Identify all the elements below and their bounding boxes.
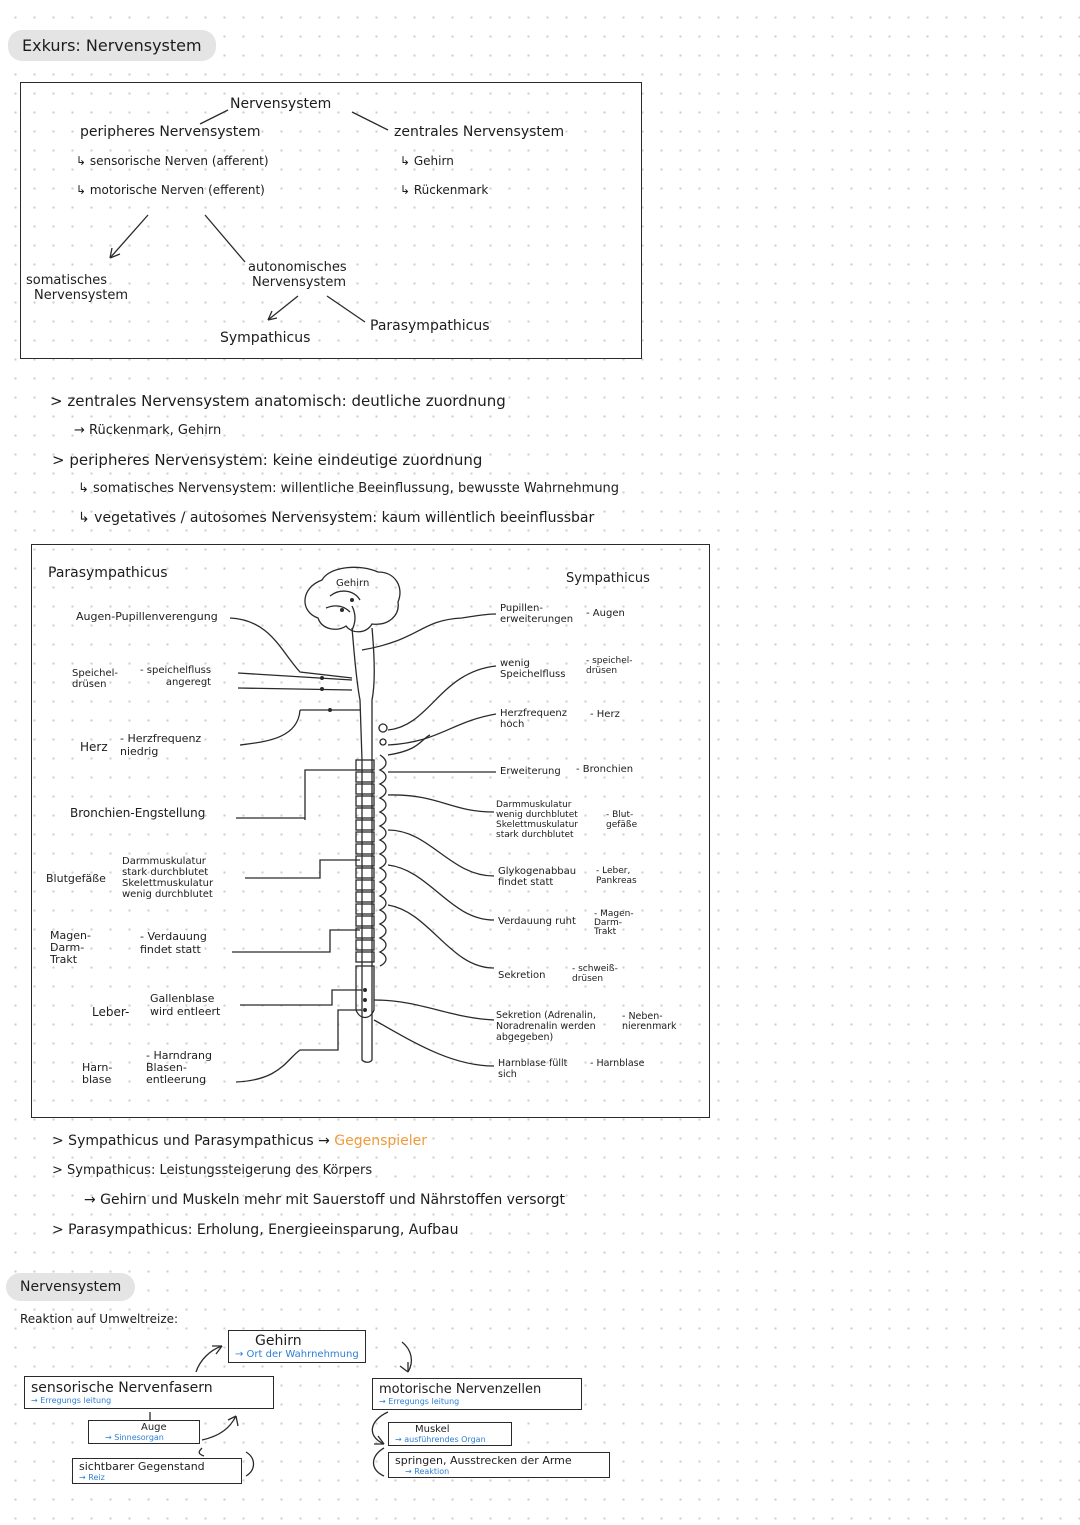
- tree-box: [20, 82, 642, 359]
- para-salivary-organ: Speichel- drüsen: [72, 668, 119, 690]
- sym-vessels-organ: - Blut- gefäße: [606, 810, 638, 830]
- para-bladder-organ: Harn- blase: [82, 1061, 113, 1086]
- para-vessels-organ: Blutgefäße: [46, 872, 106, 885]
- para-liver-effect: Gallenblase wird entleert: [150, 992, 221, 1018]
- note-sympathicus: > Sympathicus: Leistungssteigerung des K…: [52, 1163, 373, 1178]
- sym-bronchi-effect: Erweiterung: [500, 766, 561, 777]
- reaction-eye-box: Auge → Sinnesorgan: [88, 1420, 200, 1444]
- tree-autonomic: autonomisches Nervensystem: [248, 260, 347, 290]
- note-parasympathicus: > Parasympathicus: Erholung, Energieeins…: [52, 1222, 459, 1238]
- sym-heart-organ: - Herz: [590, 709, 620, 720]
- sym-sweat-effect: Sekretion: [498, 970, 546, 981]
- sym-eyes-effect: Pupillen- erweiterungen: [500, 603, 574, 625]
- para-vessels-effect: Darmmuskulatur stark durchblutet Skelett…: [122, 856, 214, 900]
- note-zns: > zentrales Nervensystem anatomisch: deu…: [50, 392, 506, 410]
- sym-eyes-organ: - Augen: [586, 608, 625, 619]
- sym-adrenal-organ: - Neben- nierenmark: [622, 1011, 677, 1032]
- para-bladder-effect: - Harndrang Blasen- entleerung: [146, 1049, 212, 1086]
- para-heart-organ: Herz: [80, 740, 108, 754]
- reaction-motor-box: motorische Nervenzellen → Erregungs leit…: [372, 1378, 582, 1410]
- sym-bronchi-organ: - Bronchien: [576, 764, 634, 775]
- para-eyes: Augen-Pupillenverengung: [76, 610, 218, 623]
- sym-salivary-organ: - speichel- drüsen: [586, 656, 633, 676]
- sym-gut-organ: - Magen- Darm- Trakt: [594, 909, 634, 937]
- sym-gut-effect: Verdauung ruht: [498, 916, 576, 927]
- tree-sympathicus: Sympathicus: [220, 330, 311, 346]
- para-liver-organ: Leber-: [92, 1005, 130, 1019]
- sym-bladder-effect: Harnblase füllt sich: [498, 1058, 568, 1080]
- note-opponents: > Sympathicus und Parasympathicus → Gege…: [52, 1133, 428, 1149]
- note-pns-somatic: ↳ somatisches Nervensystem: willentliche…: [78, 481, 620, 496]
- reaction-action-box: springen, Ausstrecken der Arme → Reaktio…: [388, 1452, 610, 1478]
- tree-central: zentrales Nervensystem: [394, 124, 565, 140]
- section2-title: Nervensystem: [6, 1273, 136, 1301]
- tree-peripheral: peripheres Nervensystem: [80, 124, 261, 140]
- sym-liver-effect: Glykogenabbau findet statt: [498, 866, 577, 888]
- reaction-muscle-box: Muskel → ausführendes Organ: [388, 1422, 512, 1446]
- note-sympathicus-sub: → Gehirn und Muskeln mehr mit Sauerstoff…: [84, 1192, 566, 1208]
- sym-heart-effect: Herzfrequenz hoch: [500, 708, 568, 730]
- tree-root: Nervensystem: [230, 96, 332, 112]
- sym-sweat-organ: - schweiß- drüsen: [572, 964, 618, 984]
- reaction-sensory-box: sensorische Nervenfasern → Erregungs lei…: [24, 1376, 274, 1409]
- reaction-object-box: sichtbarer Gegenstand → Reiz: [72, 1458, 242, 1484]
- note-pns-vegetative: ↳ vegetatives / autosomes Nervensystem: …: [78, 510, 595, 526]
- tree-peripheral-motor: ↳ motorische Nerven (efferent): [76, 183, 265, 197]
- note-pns: > peripheres Nervensystem: keine eindeut…: [52, 451, 483, 469]
- tree-peripheral-sensory: ↳ sensorische Nerven (afferent): [76, 154, 269, 168]
- para-salivary-effect: - speichelfluss angeregt: [140, 665, 212, 688]
- sym-vessels-effect: Darmmuskulatur wenig durchblutet Skelett…: [496, 800, 578, 840]
- diagram-right-title: Sympathicus: [566, 571, 650, 586]
- sym-salivary-effect: wenig Speichelfluss: [500, 658, 566, 680]
- para-heart-effect: - Herzfrequenz niedrig: [120, 732, 202, 758]
- tree-parasympathicus: Parasympathicus: [370, 318, 490, 334]
- para-gut-organ: Magen- Darm- Trakt: [50, 929, 91, 966]
- para-gut-effect: - Verdauung findet statt: [140, 930, 207, 956]
- sym-liver-organ: - Leber, Pankreas: [596, 866, 637, 886]
- diagram-left-title: Parasympathicus: [48, 565, 168, 581]
- page-title: Exkurs: Nervensystem: [8, 30, 216, 61]
- para-bronchi: Bronchien-Engstellung: [70, 806, 206, 820]
- tree-central-brain: ↳ Gehirn: [400, 154, 454, 168]
- reaction-brain-box: Gehirn → Ort der Wahrnehmung: [228, 1330, 366, 1363]
- tree-central-spine: ↳ Rückenmark: [400, 183, 489, 197]
- note-zns-sub: → Rückenmark, Gehirn: [74, 423, 222, 438]
- sym-bladder-organ: - Harnblase: [590, 1058, 645, 1069]
- sym-adrenal-effect: Sekretion (Adrenalin, Noradrenalin werde…: [496, 1010, 596, 1043]
- nervous-system-diagram: [31, 544, 710, 1118]
- tree-somatic: somatisches Nervensystem: [26, 273, 128, 303]
- section2-subtitle: Reaktion auf Umweltreize:: [20, 1312, 179, 1326]
- diagram-brain-label: Gehirn: [336, 578, 370, 589]
